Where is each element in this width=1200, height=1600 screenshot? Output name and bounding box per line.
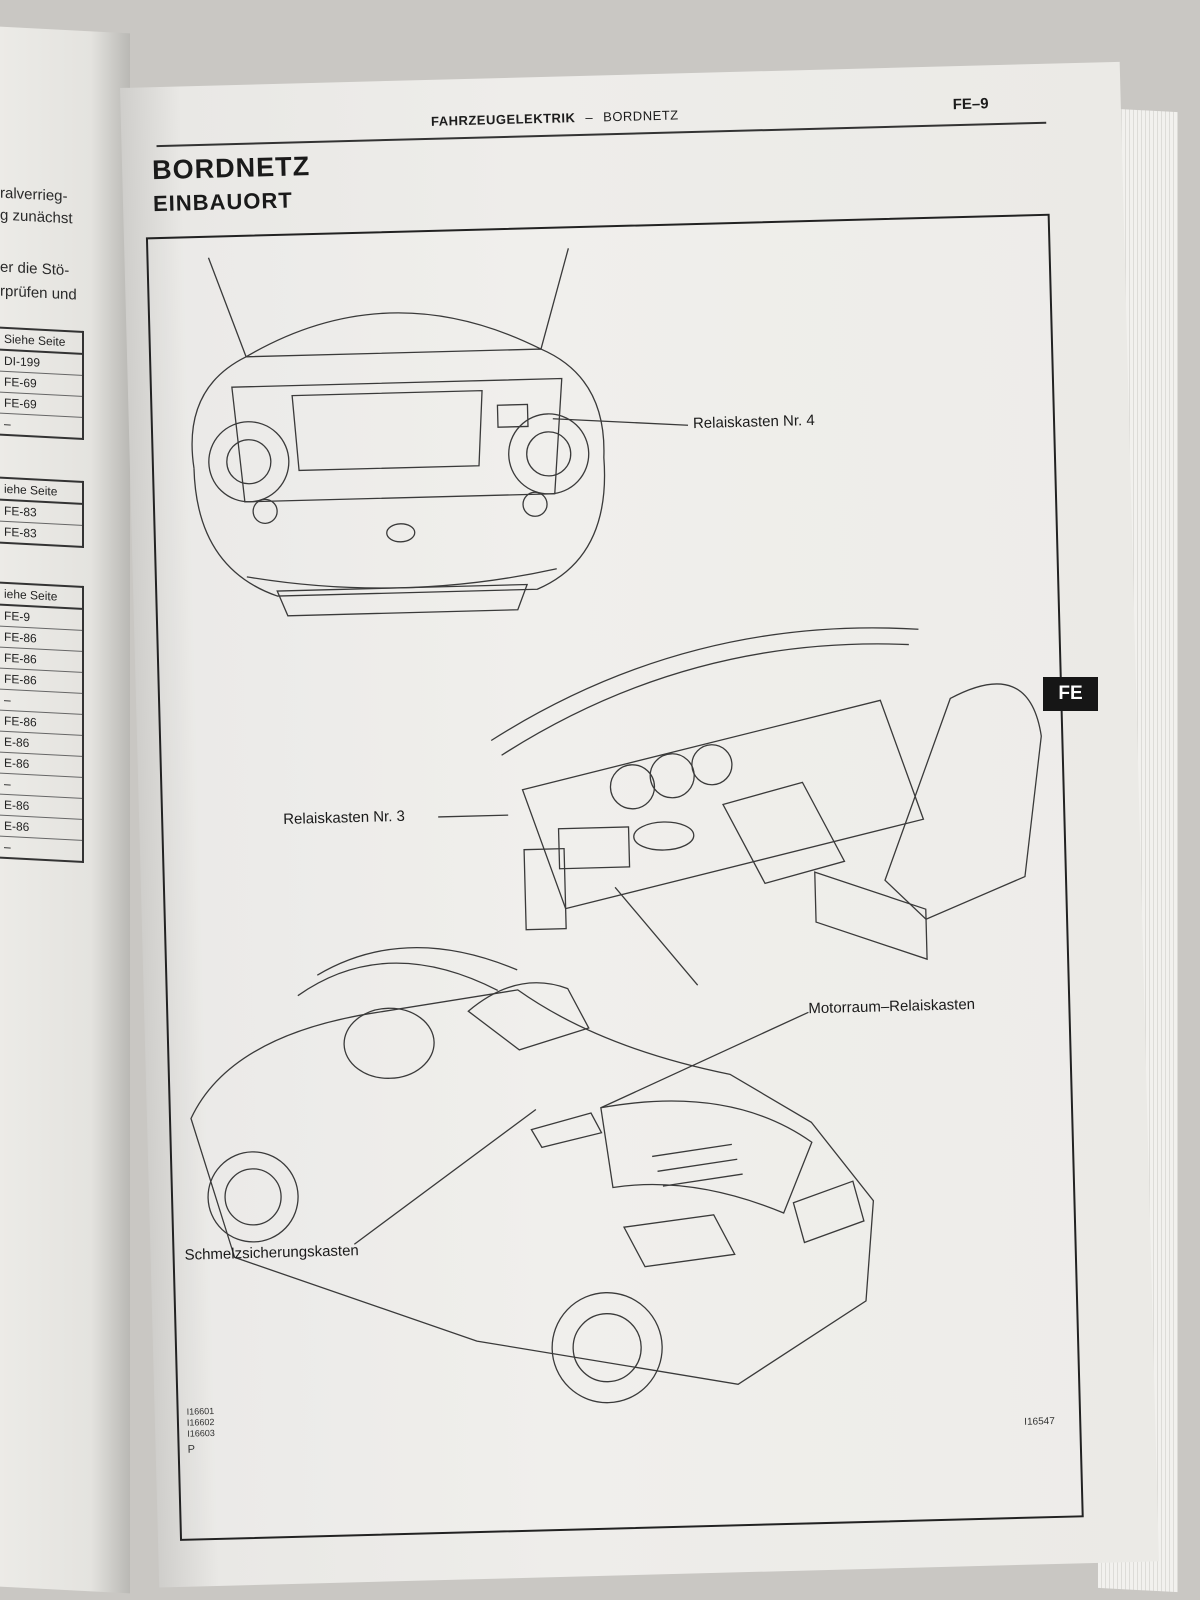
left-page-text: g zunächst (0, 206, 73, 228)
callout-relay-box-3: Relaiskasten Nr. 3 (282, 807, 406, 828)
figure-code: I16601 (186, 1405, 215, 1417)
front-view-drawing (191, 248, 606, 617)
table-cell: – (4, 839, 11, 855)
left-page-text: er die Stö- (0, 258, 70, 280)
left-table-2: iehe Seite FE-83 FE-83 (0, 476, 84, 548)
table-cell: – (4, 416, 11, 432)
header-separator: – (585, 109, 594, 125)
header-subsection: BORDNETZ (602, 107, 679, 125)
convertible-view-drawing (190, 946, 875, 1404)
page-number: FE–9 (952, 95, 989, 114)
left-table-3: iehe Seite FE-9 FE-86 FE-86 FE-86 – FE-8… (0, 581, 84, 863)
header-section: FAHRZEUGELEKTRIK (430, 110, 576, 129)
figure-code: I16602 (186, 1416, 215, 1428)
figure-code: I16603 (187, 1427, 215, 1439)
table-cell: FE-83 (4, 524, 37, 541)
figure-code-p: P (187, 1443, 196, 1456)
left-table-1: Siehe Seite DI-199 FE-69 FE-69 – (0, 326, 84, 440)
page-subtitle: EINBAUORT (152, 187, 294, 217)
figure-id: I16547 (1024, 1415, 1055, 1428)
car-line-drawing (190, 248, 1042, 1404)
section-tab-fe: FE (1043, 677, 1098, 711)
callout-relay-box-4: Relaiskasten Nr. 4 (692, 411, 815, 433)
left-page-text: ralverrieg- (0, 184, 68, 206)
right-page: FAHRZEUGELEKTRIK–BORDNETZ FE–9 BORDNETZ … (120, 61, 1159, 1588)
left-page: ralverrieg- g zunächst er die Stö- rprüf… (0, 26, 130, 1594)
header-rule (156, 121, 1047, 148)
location-figure: Relaiskasten Nr. 4 Relaiskasten Nr. 3 Mo… (145, 213, 1084, 1541)
page-title: BORDNETZ (151, 151, 311, 186)
left-page-text: rprüfen und (0, 282, 77, 304)
running-header: FAHRZEUGELEKTRIK–BORDNETZ (431, 107, 679, 128)
dashboard-view-drawing (490, 627, 1042, 986)
